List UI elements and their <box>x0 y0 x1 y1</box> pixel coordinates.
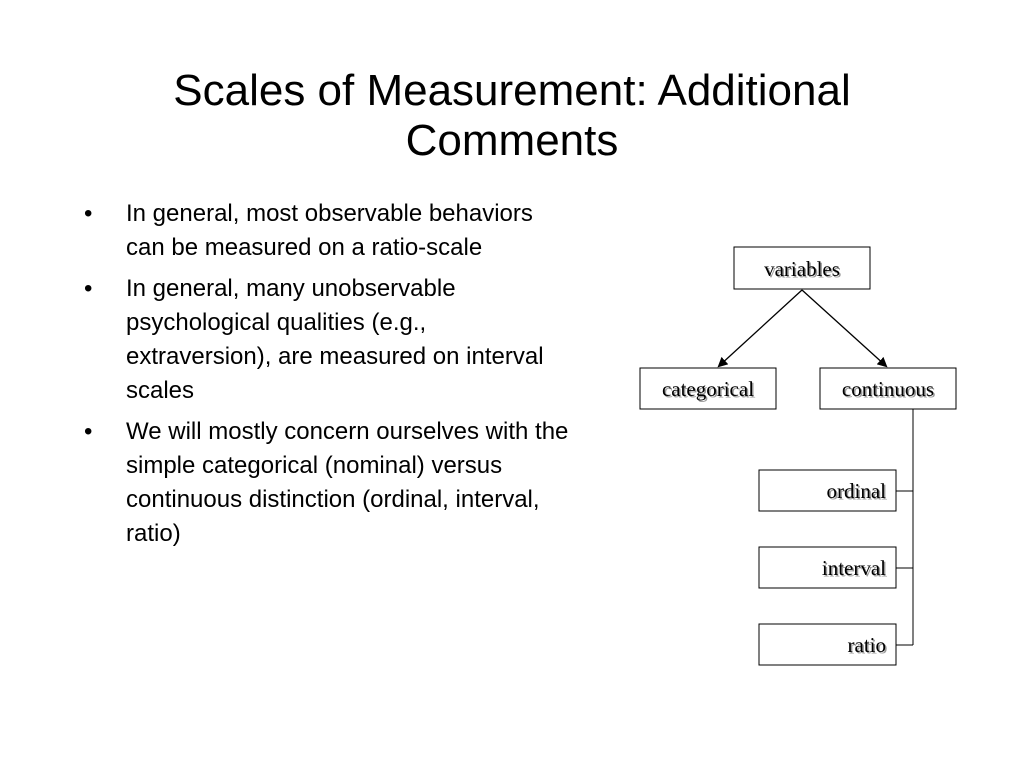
slide-title: Scales of Measurement: Additional Commen… <box>60 66 964 166</box>
bullet-marker: • <box>84 275 93 302</box>
bullet-item: • We will mostly concern ourselves with … <box>84 415 574 551</box>
bullet-item: • In general, most observable behaviors … <box>84 197 574 265</box>
node-interval-label-shadow: interval <box>823 558 887 582</box>
node-ratio-label: ratio <box>848 633 886 657</box>
node-continuous: continuous continuous <box>819 367 957 410</box>
bullet-text: In general, most observable behaviors ca… <box>126 200 533 261</box>
node-ordinal-label: ordinal <box>827 479 887 503</box>
node-variables: variables variables <box>733 246 871 290</box>
node-ratio-label-shadow: ratio <box>849 635 887 659</box>
bullet-text: We will mostly concern ourselves with th… <box>126 418 569 547</box>
bullet-marker: • <box>84 418 93 445</box>
node-variables-label-shadow: variables <box>766 259 842 283</box>
bullet-marker: • <box>84 200 93 227</box>
node-interval: interval interval <box>758 546 897 589</box>
node-continuous-label: continuous <box>842 377 934 401</box>
bullet-item: • In general, many unobservable psycholo… <box>84 272 574 408</box>
node-ordinal: ordinal ordinal <box>758 469 897 512</box>
node-ordinal-label-shadow: ordinal <box>828 481 888 505</box>
bullet-text: In general, many unobservable psychologi… <box>126 275 544 404</box>
node-interval-label: interval <box>822 556 886 580</box>
arrow-to-continuous <box>801 289 888 368</box>
arrow-to-categorical <box>717 289 803 368</box>
node-categorical-label: categorical <box>662 377 754 401</box>
node-continuous-label-shadow: continuous <box>843 379 935 403</box>
slide-title-line-2: Comments <box>405 116 619 165</box>
slide-title-line-1: Scales of Measurement: Additional <box>173 66 851 115</box>
node-categorical: categorical categorical <box>639 367 777 410</box>
node-variables-label: variables <box>764 257 840 281</box>
node-categorical-label-shadow: categorical <box>663 379 755 403</box>
node-ratio: ratio ratio <box>758 623 897 666</box>
bullet-list: • In general, most observable behaviors … <box>84 197 574 558</box>
